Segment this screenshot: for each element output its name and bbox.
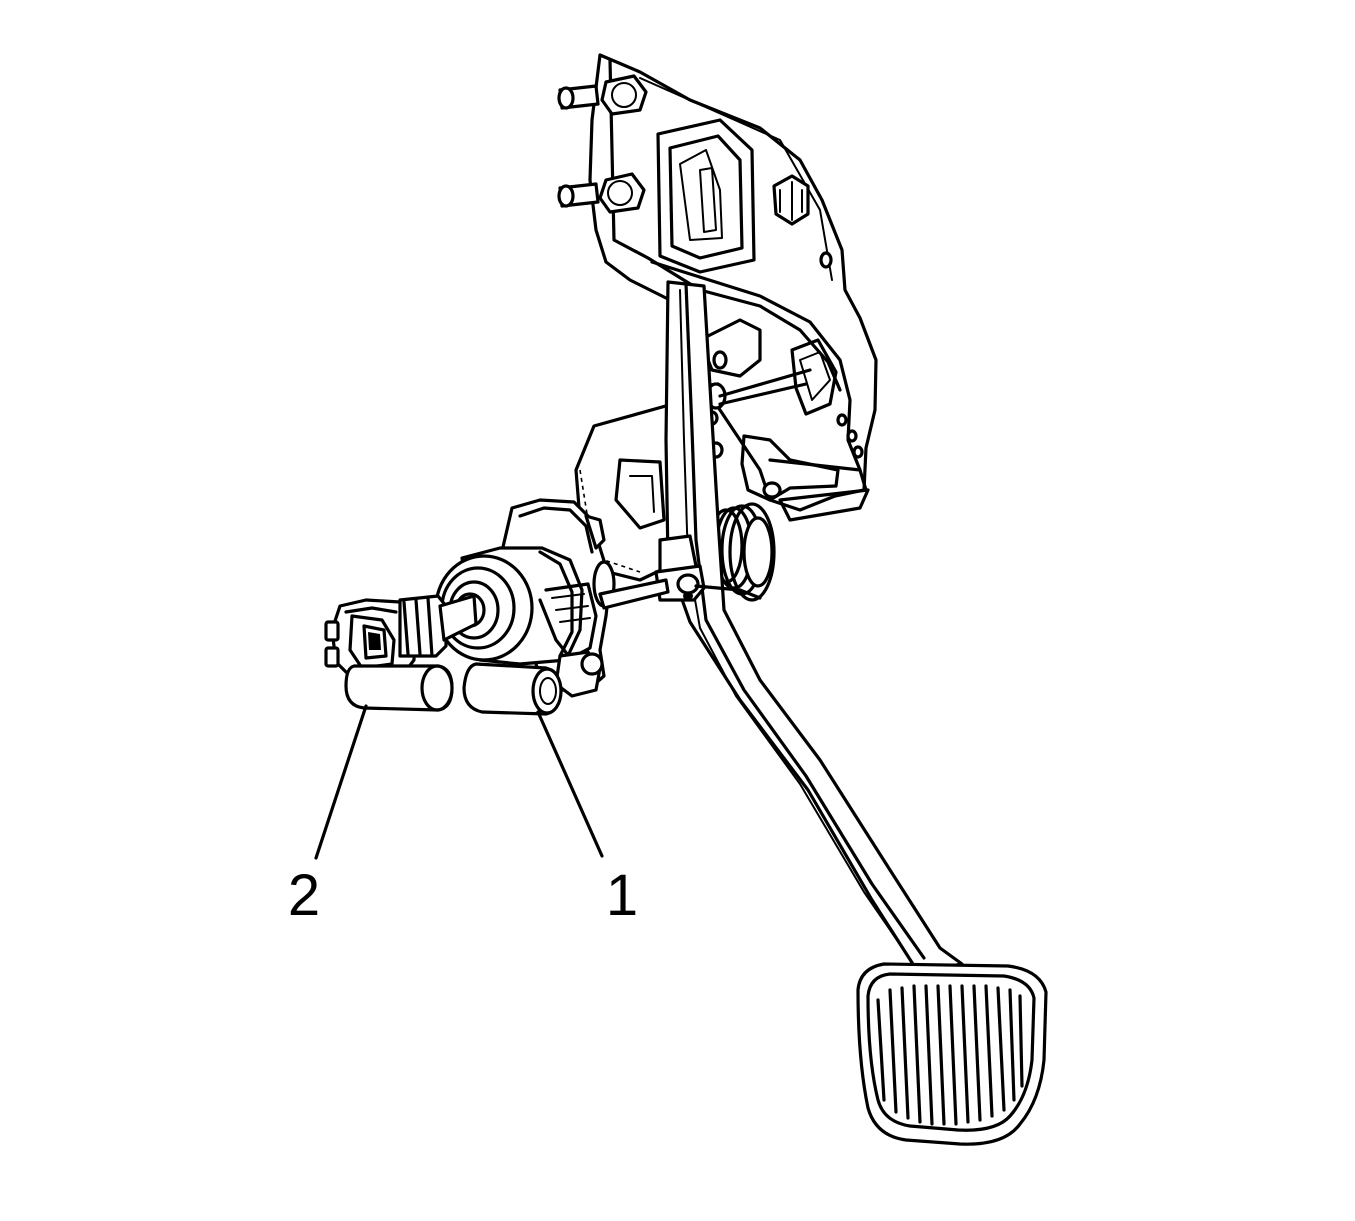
- callout-2: 2: [288, 863, 320, 928]
- clutch-master-cylinder: [434, 498, 670, 704]
- clutch-pedal-arm: [654, 280, 964, 974]
- return-spring: [708, 502, 776, 602]
- pedal-pad-ribs: [876, 984, 1024, 1126]
- leader-line-2: [314, 704, 368, 860]
- clutch-pedal-pad: [856, 962, 1048, 1146]
- callout-1: 1: [606, 863, 638, 928]
- pedal-mounting-bracket: [557, 53, 878, 602]
- component-2-tube: [344, 664, 454, 712]
- mounting-stud-lower: [557, 172, 646, 214]
- mounting-stud-upper: [557, 74, 648, 116]
- bracket-nut-right: [772, 174, 810, 226]
- hydraulic-line-connector: [324, 594, 478, 682]
- leader-line-1: [536, 710, 604, 858]
- component-1-tube: [462, 662, 563, 716]
